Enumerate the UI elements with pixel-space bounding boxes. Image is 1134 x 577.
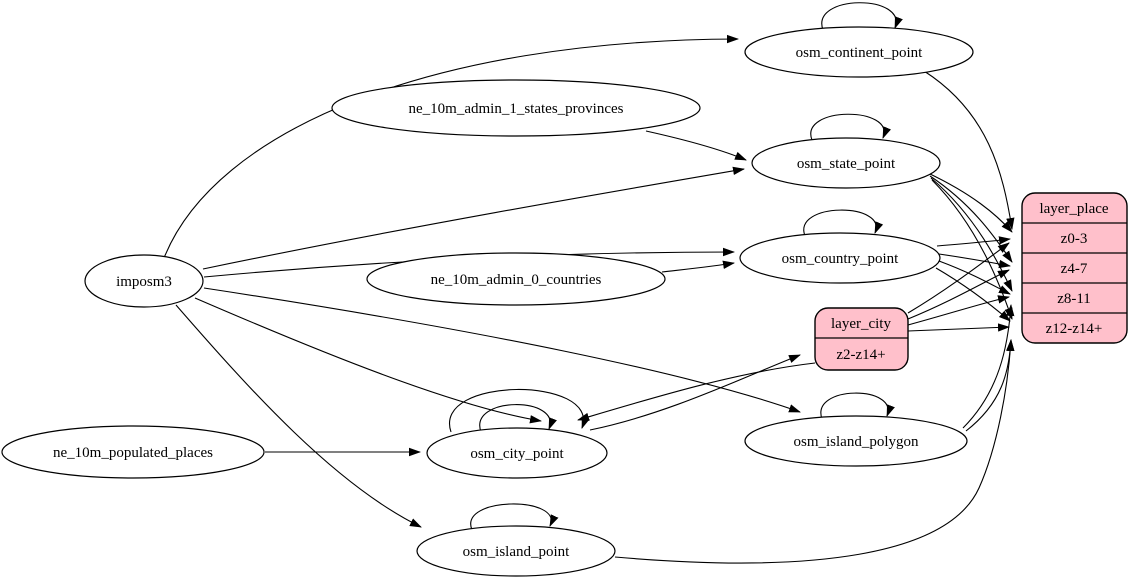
record-layer_place-title: layer_place	[1039, 201, 1108, 217]
edge-osm_country_point-layer_place-z4-7	[938, 253, 1011, 269]
edge-layer_city-layer_place-z4-7	[907, 269, 1010, 320]
edge-ne_10m_admin_0_countries-osm_country_point	[661, 260, 735, 273]
node-ne_10m_populated_places-shape	[1, 425, 265, 479]
node-imposm3-label: imposm3	[116, 274, 172, 290]
edge-imposm3-osm_state_point	[202, 166, 745, 270]
node-osm_country_point: osm_country_point	[739, 232, 941, 284]
edge-imposm3-osm_continent_point	[163, 34, 739, 259]
edge-layer_city-layer_place-z0-3	[907, 242, 1010, 314]
edge-layer_city-layer_place-z12-z14	[907, 323, 1010, 332]
node-ne_10m_admin_1_states_provinces-shape	[331, 79, 701, 137]
node-osm_island_point-label: osm_island_point	[463, 544, 571, 560]
node-osm_island_point-shape	[416, 525, 616, 577]
record-layer_city-title: layer_city	[831, 316, 891, 332]
node-osm_city_point-shape	[426, 427, 608, 479]
edge-osm_country_point-layer_place-z0-3	[936, 236, 1011, 247]
record-layer_place-shape	[1021, 192, 1128, 344]
record-layer_city-shape	[814, 307, 909, 371]
edge-osm_island_polygon-layer_place-z8-11	[962, 304, 1015, 429]
record-node-layer_city: layer_city z2-z14+	[814, 307, 909, 371]
node-osm_country_point-shape	[739, 232, 941, 284]
node-osm_country_point-label: osm_country_point	[782, 251, 899, 267]
record-layer_place-row-z4-7: z4-7	[1061, 261, 1088, 277]
node-osm_island_polygon-shape	[744, 415, 968, 467]
edge-osm_state_point-layer_place-z8-11	[930, 177, 1013, 292]
node-ne_10m_populated_places: ne_10m_populated_places	[1, 425, 265, 479]
edge-imposm3-osm_island_point	[175, 304, 422, 528]
selfloop-osm_state_point	[810, 113, 892, 141]
node-osm_island_point: osm_island_point	[416, 525, 616, 577]
edge-layer_city-osm_city_point	[577, 362, 816, 421]
node-osm_state_point-shape	[751, 137, 941, 189]
edge-osm_continent_point-layer_place-z0-3	[923, 70, 1015, 230]
selfloop-osm_country_point	[803, 209, 884, 237]
node-osm_island_polygon-label: osm_island_polygon	[793, 434, 919, 450]
edge-osm_country_point-layer_place-z12-z14	[935, 267, 1011, 322]
edge-osm_country_point-layer_place-z8-11	[938, 260, 1011, 295]
selfloop-osm_island_polygon	[820, 392, 895, 420]
edges	[163, 2, 1015, 564]
node-ne_10m_admin_0_countries: ne_10m_admin_0_countries	[366, 252, 666, 306]
record-node-layer_place: layer_place z0-3 z4-7 z8-11 z12-z14+	[1021, 192, 1128, 344]
node-ne_10m_admin_0_countries-shape	[366, 252, 666, 306]
node-osm_continent_point: osm_continent_point	[744, 26, 974, 78]
record-layer_place-row-z12-z14: z12-z14+	[1046, 321, 1103, 337]
node-osm_continent_point-label: osm_continent_point	[796, 45, 923, 61]
node-ne_10m_admin_1_states_provinces: ne_10m_admin_1_states_provinces	[331, 79, 701, 137]
node-imposm3-shape	[84, 254, 204, 308]
edge-osm_state_point-layer_place-z4-7	[929, 175, 1013, 263]
edge-imposm3-osm_island_polygon	[203, 287, 801, 413]
selfloop-osm_island_point	[470, 503, 559, 531]
node-osm_state_point-label: osm_state_point	[797, 156, 896, 172]
record-layer_place-row-z8-11: z8-11	[1057, 291, 1091, 307]
node-osm_island_polygon: osm_island_polygon	[744, 415, 968, 467]
node-ne_10m_populated_places-label: ne_10m_populated_places	[53, 445, 213, 461]
selfloop-outer-osm_city_point	[448, 389, 590, 433]
selfloop-osm_continent_point	[821, 2, 903, 31]
node-osm_city_point-label: osm_city_point	[470, 446, 564, 462]
node-osm_city_point: osm_city_point	[426, 427, 608, 479]
record-layer_city-row-z2-z14: z2-z14+	[836, 347, 885, 363]
edge-osm_city_point-layer_city-z2-z14	[589, 354, 801, 431]
node-osm_state_point: osm_state_point	[751, 137, 941, 189]
edge-osm_island_point-layer_place-z12-z14	[614, 339, 1015, 564]
node-imposm3: imposm3	[84, 254, 204, 308]
edge-osm_state_point-layer_place-z0-3	[927, 172, 1013, 233]
node-osm_continent_point-shape	[744, 26, 974, 78]
node-ne_10m_admin_0_countries-label: ne_10m_admin_0_countries	[431, 272, 602, 288]
edge-layer_city-layer_place-z8-11	[907, 295, 1010, 326]
node-ne_10m_admin_1_states_provinces-label: ne_10m_admin_1_states_provinces	[409, 101, 624, 117]
record-layer_place-row-z0-3: z0-3	[1061, 231, 1088, 247]
edge-imposm3-osm_city_point	[194, 297, 542, 424]
selfloop-inner-osm_city_point	[479, 404, 557, 433]
edge-ne_10m_admin_1_states_provinces-osm_state_point	[645, 130, 747, 161]
